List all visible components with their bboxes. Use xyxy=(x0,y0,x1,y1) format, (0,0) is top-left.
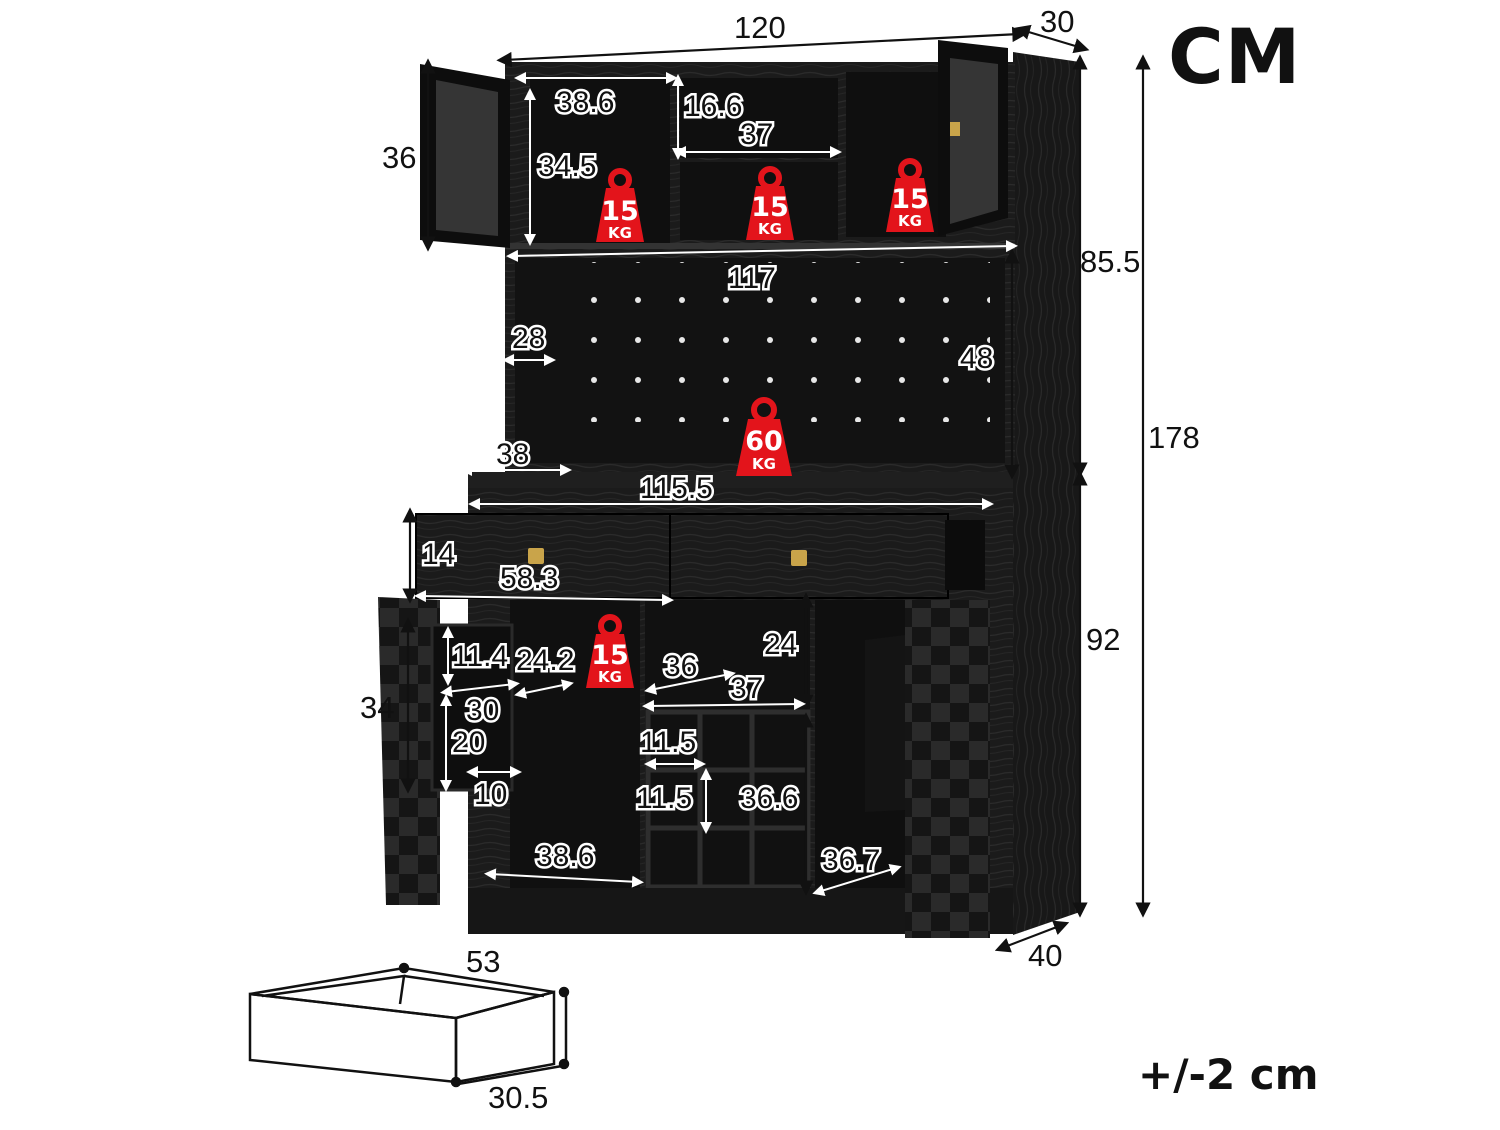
weight-unit: KG xyxy=(598,668,622,686)
weight-badge-5: 15 KG xyxy=(586,614,634,688)
bottom-height: 92 xyxy=(1086,622,1120,657)
right-depth: 36.7 xyxy=(822,844,880,877)
tolerance-note: +/-2 cm xyxy=(1138,1050,1319,1099)
lower-door-height: 34 xyxy=(360,690,394,725)
weight-value: 15 xyxy=(591,640,629,671)
middle-width: 36 xyxy=(664,650,697,683)
weight-value: 15 xyxy=(601,196,639,227)
inner-dimension-lines xyxy=(414,72,1018,896)
side-gap: 28 xyxy=(512,322,545,355)
upper-door-knob xyxy=(950,122,960,136)
door-rack-depth: 10 xyxy=(474,778,507,811)
weight-unit: KG xyxy=(898,212,922,230)
drawer-right xyxy=(669,513,949,599)
lower-right-door xyxy=(905,600,990,938)
shelf-width: 117 xyxy=(728,262,776,295)
dimension-lines xyxy=(400,24,1151,953)
drawer-detail xyxy=(248,962,570,1088)
wine-cell-height: 11.5 xyxy=(636,782,692,815)
upper-middle-width: 37 xyxy=(740,118,773,151)
drawer-knob-left xyxy=(528,548,544,564)
drawer-width: 58.3 xyxy=(500,562,558,595)
counter-width: 115.5 xyxy=(640,472,713,505)
weight-value: 60 xyxy=(745,426,783,457)
door-rack-width: 24.2 xyxy=(516,644,574,677)
top-depth: 30 xyxy=(1040,4,1074,39)
unit-label: CM xyxy=(1168,12,1302,101)
upper-door-height: 36 xyxy=(382,140,416,175)
drawer-knob-right xyxy=(791,550,807,566)
middle-upper-height: 24 xyxy=(764,628,797,661)
wine-rack-height: 36.6 xyxy=(740,782,798,815)
overall-width: 120 xyxy=(734,10,786,45)
weight-unit: KG xyxy=(752,455,776,473)
door-rack-lower-width: 30 xyxy=(466,694,499,727)
pegboard-height: 48 xyxy=(960,342,993,375)
weight-unit: KG xyxy=(608,224,632,242)
top-height: 85.5 xyxy=(1080,244,1140,279)
weight-value: 15 xyxy=(891,184,929,215)
weight-badge-1: 15 KG xyxy=(596,168,644,242)
weight-value: 15 xyxy=(751,192,789,223)
weight-badge-2: 15 KG xyxy=(746,166,794,240)
lower-left-width: 38.6 xyxy=(536,840,594,873)
weight-unit: KG xyxy=(758,220,782,238)
overall-height: 178 xyxy=(1148,420,1200,455)
dimension-labels: 120 30 85.5 178 92 40 36 38.6 34.5 16.6 … xyxy=(360,4,1200,973)
drawer-length: 53 xyxy=(466,944,500,979)
upper-left-height: 34.5 xyxy=(538,150,596,183)
upper-left-width: 38.6 xyxy=(556,86,614,119)
weight-badge-4: 60 KG xyxy=(736,397,792,476)
drawer-depth: 30.5 xyxy=(488,1080,548,1115)
bottom-depth: 40 xyxy=(1028,938,1062,973)
drawer-height: 14 xyxy=(422,538,455,571)
middle-depth: 37 xyxy=(730,672,763,705)
door-rack-height: 11.4 xyxy=(452,640,508,673)
weight-badge-3: 15 KG xyxy=(886,158,934,232)
wine-cell-width: 11.5 xyxy=(640,726,696,759)
upper-middle-height: 16.6 xyxy=(684,90,742,123)
counter-depth: 38 xyxy=(496,438,529,471)
countertop xyxy=(468,472,1013,490)
door-rack-lower-height: 20 xyxy=(452,726,485,759)
